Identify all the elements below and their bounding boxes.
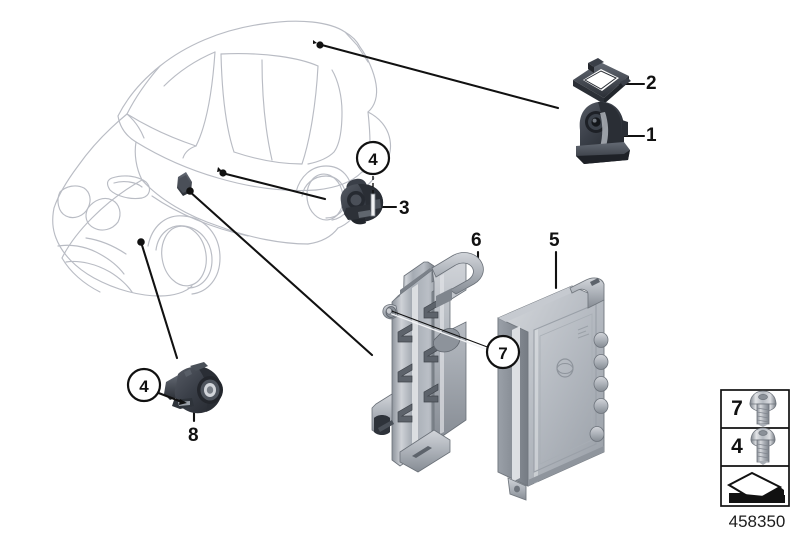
part-label-1: 1 (646, 125, 657, 146)
part-1-reversing-camera (576, 101, 630, 164)
legend-row-number-4: 4 (731, 435, 743, 458)
callout-4a-axis (370, 176, 376, 217)
part-8-front-camera (164, 362, 223, 414)
callout-4a-label: 4 (368, 150, 378, 169)
callout-7-label: 7 (498, 344, 507, 363)
callout-4b-label: 4 (139, 377, 149, 396)
part-6-control-unit-bracket (371, 252, 484, 473)
part-5-control-unit (497, 277, 609, 501)
part-label-3: 3 (399, 198, 410, 219)
vehicle-outline (52, 20, 392, 297)
legend-row-number-7: 7 (731, 397, 743, 420)
drawing-number: 458350 (728, 512, 786, 531)
button-head-screw-icon-7 (749, 390, 777, 427)
part-label-6: 6 (471, 230, 482, 251)
button-head-screw-icon-4 (750, 427, 776, 465)
callout-circles (126, 140, 521, 403)
direction-arrow-icon (726, 471, 785, 503)
part-label-2: 2 (646, 73, 657, 94)
part-label-8: 8 (188, 425, 199, 446)
connector-pins (589, 332, 609, 442)
part-3-side-camera (340, 178, 384, 225)
legend-box (720, 389, 790, 507)
callout-4b-leader (154, 390, 187, 405)
leader-lines (137, 40, 646, 423)
part-7-screw-axis (385, 307, 491, 351)
part-label-5: 5 (549, 230, 560, 251)
part-2-camera-gasket (573, 58, 631, 104)
